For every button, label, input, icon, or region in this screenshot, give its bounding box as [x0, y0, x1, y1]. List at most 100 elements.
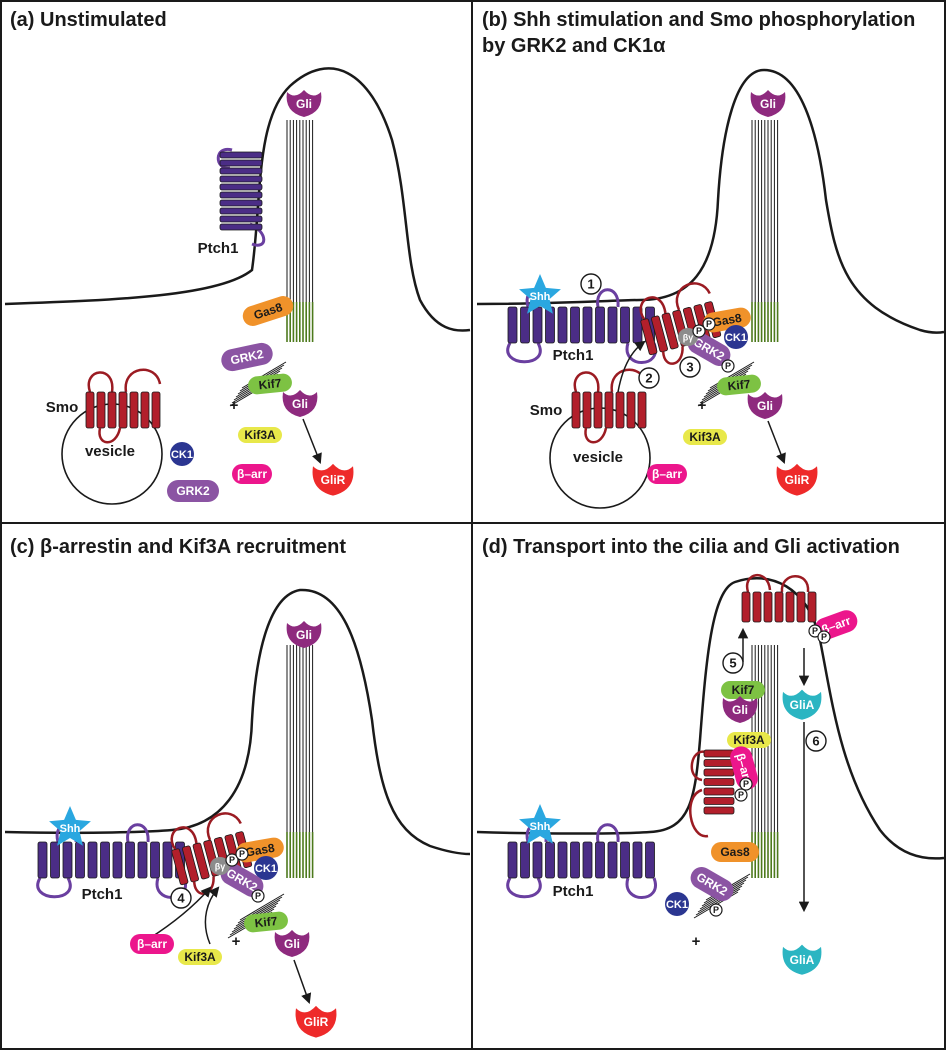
ck1-a-label: CK1: [171, 449, 193, 461]
ptch1-c-helices-helix: [62, 841, 73, 879]
p-site-d3: P: [739, 777, 753, 791]
basal-c-line: [239, 893, 285, 921]
panel-d-title: (d) Transport into the cilia and Gli act…: [482, 536, 900, 558]
vesicle-label-b: vesicle: [573, 449, 623, 466]
p-site-d1-label: P: [812, 626, 818, 636]
ptch1-d-helices-helix: [582, 841, 593, 879]
smo-b-vesicle-helices-helix: [582, 391, 592, 429]
p-site-d5-shape: [709, 903, 723, 917]
ptch1-c: [36, 823, 187, 899]
step-4: 4: [170, 887, 192, 909]
glia-out-d-shape: [782, 944, 822, 975]
ptch1-b-loop: [596, 288, 620, 308]
ptch1-c-loop: [126, 823, 150, 843]
ptch1-d-helices-helix: [607, 841, 618, 879]
kif3a-d-label: Kif3A: [733, 733, 765, 747]
membrane-d: [476, 577, 945, 860]
kif3a-b-shape: [683, 429, 727, 445]
smo-c-membrane-helices-helix: [171, 848, 189, 886]
gbg-c-label: βγ: [215, 861, 226, 871]
grk2-free-a: GRK2: [167, 480, 219, 502]
p-site-b1-shape: [692, 324, 706, 338]
ptch1-c-helices-helix: [100, 841, 110, 879]
ck1-b: CK1: [724, 325, 748, 349]
barr-b-label: β–arr: [652, 467, 682, 481]
gli-tip-a-label: Gli: [296, 97, 312, 111]
smo-side-d-helices-helix: [703, 806, 735, 815]
smo-side-d-helices-helix: [703, 768, 735, 777]
plus-c: +: [232, 933, 241, 950]
gli-a-shape: [282, 390, 318, 417]
ptch1-a-helices-helix: [219, 151, 263, 159]
kif7-d-shape: [721, 681, 765, 699]
step-1: 1: [580, 273, 602, 295]
gli-b: Gli: [747, 392, 783, 419]
ck1-a-shape: [170, 442, 194, 466]
glia-tip-d-shape: [782, 689, 822, 720]
glia-out-d: GliA: [782, 944, 822, 975]
ck1-c-shape: [254, 856, 278, 880]
gli-tip-c: Gli: [286, 621, 322, 648]
ptch1-a-helices-helix: [219, 159, 263, 167]
ptch1-a-helices-helix: [219, 215, 263, 223]
p-site-d1-shape: [808, 624, 822, 638]
p-site-c3-label: P: [255, 891, 261, 901]
shh-label-b: Shh: [530, 291, 551, 303]
gli-a: Gli: [282, 390, 318, 417]
barr-c: β–arr: [130, 934, 174, 954]
barr-a-shape: [232, 464, 272, 484]
p-site-d4: P: [734, 788, 748, 802]
smo-b-membrane-loop: [661, 346, 684, 365]
ptch1-a-helices-helix: [219, 191, 263, 199]
ptch1-b-helices-helix: [595, 306, 605, 344]
smo-b-vesicle-helices-helix: [615, 391, 625, 429]
ptch1-c-helices-helix: [150, 841, 160, 879]
gbg-c-shape: [210, 857, 230, 875]
membrane-b: [476, 68, 945, 334]
smo-b-vesicle-helices-helix: [604, 391, 614, 429]
p-site-b2: P: [702, 317, 716, 331]
step-2: 2: [638, 367, 660, 389]
kif7-a-shape: [248, 373, 292, 395]
gli-c-shape: [274, 930, 310, 957]
smo-a-helices-helix: [85, 391, 95, 429]
smo-b-vesicle-helices: [571, 391, 647, 429]
glir-a-label: GliR: [321, 473, 346, 487]
axoneme-a: [286, 120, 314, 342]
gli-b-label: Gli: [757, 399, 773, 413]
grk2-d-shape: [690, 867, 734, 901]
ptch1-a-helices-helix: [219, 223, 263, 231]
ck1-c: CK1: [254, 856, 278, 880]
smo-side-d-helices-helix: [703, 778, 735, 786]
p-site-b3-shape: [721, 359, 735, 373]
panel-a: GliPtch1Gas8GRK2Kif7Gli+Kif3AGliRvesicle…: [4, 67, 471, 505]
kif7-d: Kif7: [721, 681, 765, 699]
kif3a-a-label: Kif3A: [244, 428, 276, 442]
smo-b-vesicle-helices-helix: [637, 391, 647, 429]
smo-c-membrane-loop: [206, 812, 242, 841]
smo-b-membrane-loop: [675, 282, 711, 311]
ck1-d-shape: [665, 892, 689, 916]
smo-a-helices-helix: [96, 391, 106, 429]
grk2-a: GRK2: [221, 342, 273, 372]
glir-c: GliR: [295, 1005, 337, 1038]
grk2-a-shape: [221, 342, 273, 372]
p-site-b2-label: P: [706, 319, 712, 329]
ptch1-d-helices-helix: [620, 841, 630, 879]
shh-label-d: Shh: [530, 821, 551, 833]
gli-d-shape: [722, 696, 758, 723]
ptch1-b-helices: [507, 306, 655, 344]
gas8-d: Gas8: [711, 842, 759, 862]
smo-side-d: [689, 749, 735, 838]
ptch1-label-d: Ptch1: [553, 883, 594, 900]
smo-label-a: Smo: [46, 399, 79, 416]
grk2-b-shape: [687, 332, 731, 366]
p-site-d3-shape: [739, 777, 753, 791]
gli-a-label: Gli: [292, 397, 308, 411]
gli-c-label: Gli: [284, 937, 300, 951]
smo-a: [85, 368, 162, 444]
ptch1-d-loop: [596, 823, 620, 843]
ptch1-c-loop: [36, 877, 72, 899]
kif3a-c-shape: [178, 949, 222, 965]
glir-a-shape: [312, 463, 354, 496]
